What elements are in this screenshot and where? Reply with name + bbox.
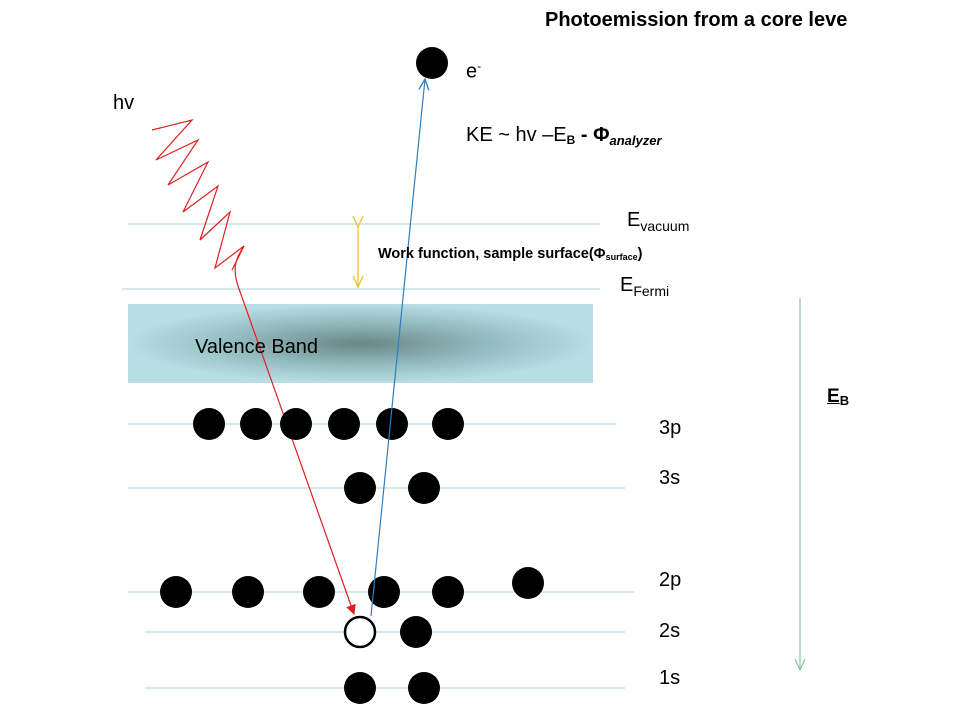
electron	[280, 408, 312, 440]
electron	[344, 472, 376, 504]
work-function-label: Work function, sample surface(Φsurface)	[378, 247, 642, 262]
ke-analyzer: analyzer	[609, 133, 662, 148]
electron	[303, 576, 335, 608]
ke-mid: - Φ	[575, 124, 610, 146]
electron	[193, 408, 225, 440]
ke-sub-b: B	[566, 133, 576, 147]
electron	[328, 408, 360, 440]
electron	[376, 408, 408, 440]
photon-wave	[151, 118, 245, 271]
electrons-3p	[193, 408, 464, 440]
electron	[432, 576, 464, 608]
fermi-level-label: EFermi	[620, 274, 669, 298]
vacuum-level-label: Evacuum	[627, 209, 689, 233]
electron	[232, 576, 264, 608]
level-label-3s: 3s	[659, 467, 681, 489]
valence-band	[128, 304, 593, 383]
binding-energy-label: EB	[827, 386, 850, 408]
electron-label: e-	[466, 60, 481, 82]
level-label-2s: 2s	[659, 620, 681, 642]
electron	[240, 408, 272, 440]
kinetic-energy-equation: KE ~ hv –EB - Φanalyzer	[466, 124, 662, 148]
electron	[408, 672, 440, 704]
fermi-sub: Fermi	[633, 283, 670, 299]
eb-main: E	[827, 386, 840, 407]
wf-sub: surface	[605, 252, 638, 262]
electron-charge: -	[477, 59, 482, 73]
electrons-1s	[344, 672, 440, 704]
wf-lead: Work function, sample surface(Φ	[378, 246, 606, 262]
electron	[368, 576, 400, 608]
valence-band-label: Valence Band	[195, 336, 319, 358]
electron	[344, 672, 376, 704]
core-hole	[343, 615, 377, 649]
electrons-2p	[160, 567, 544, 608]
ke-lead: KE ~ hv –E	[466, 124, 567, 146]
photoelectron-arrow	[370, 79, 425, 617]
electrons-3s	[344, 472, 440, 504]
eb-sub: B	[839, 393, 850, 408]
level-label-1s: 1s	[659, 667, 681, 689]
wf-tail: )	[637, 246, 643, 262]
electron	[408, 472, 440, 504]
photon-label: hv	[113, 92, 135, 114]
diagram-title: Photoemission from a core leve	[545, 9, 848, 31]
electron	[400, 616, 432, 648]
emitted-electron	[416, 47, 448, 79]
electrons-2s	[343, 615, 432, 649]
level-label-2p: 2p	[659, 569, 682, 591]
vacuum-sub: vacuum	[640, 218, 690, 234]
electron	[160, 576, 192, 608]
level-label-3p: 3p	[659, 417, 682, 439]
fermi-main: E	[620, 274, 634, 296]
electron	[512, 567, 544, 599]
photon-arrow	[234, 245, 356, 615]
electron	[432, 408, 464, 440]
vacuum-main: E	[627, 209, 641, 231]
electron-symbol: e	[466, 60, 478, 83]
